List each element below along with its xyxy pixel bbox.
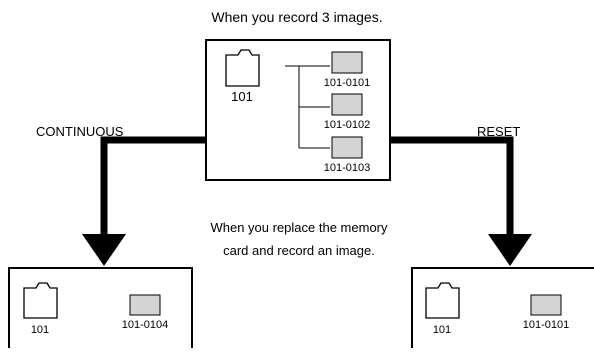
file-icon	[331, 136, 363, 159]
bottom-left-card-box	[8, 267, 193, 353]
top-card-box	[205, 39, 391, 181]
top-folder-label: 101	[231, 89, 253, 104]
file-icon	[331, 93, 363, 116]
reset-label: RESET	[477, 124, 520, 139]
folder-icon	[425, 282, 460, 319]
middle-caption-line-2: card and record an image.	[223, 243, 375, 258]
folder-icon	[23, 282, 58, 319]
continuous-arrow	[82, 136, 206, 266]
continuous-label: CONTINUOUS	[36, 124, 124, 139]
tree-connector	[285, 65, 330, 149]
middle-caption-line-1: When you replace the memory	[210, 220, 388, 235]
folder-icon	[225, 49, 260, 87]
file-icon	[530, 294, 562, 316]
top-file-label-3: 101-0103	[324, 162, 371, 174]
header-caption: When you record 3 images.	[211, 9, 382, 25]
file-icon	[331, 51, 363, 74]
top-file-label-2: 101-0102	[324, 119, 371, 131]
bottom-right-card-box	[411, 267, 594, 353]
bottom-left-folder-label: 101	[31, 324, 49, 336]
bottom-right-file-label: 101-0101	[523, 319, 570, 331]
top-file-label-1: 101-0101	[324, 77, 371, 89]
reset-arrow	[390, 136, 532, 266]
bottom-right-folder-label: 101	[433, 324, 451, 336]
file-icon	[129, 294, 161, 316]
bottom-left-file-label: 101-0104	[122, 319, 169, 331]
